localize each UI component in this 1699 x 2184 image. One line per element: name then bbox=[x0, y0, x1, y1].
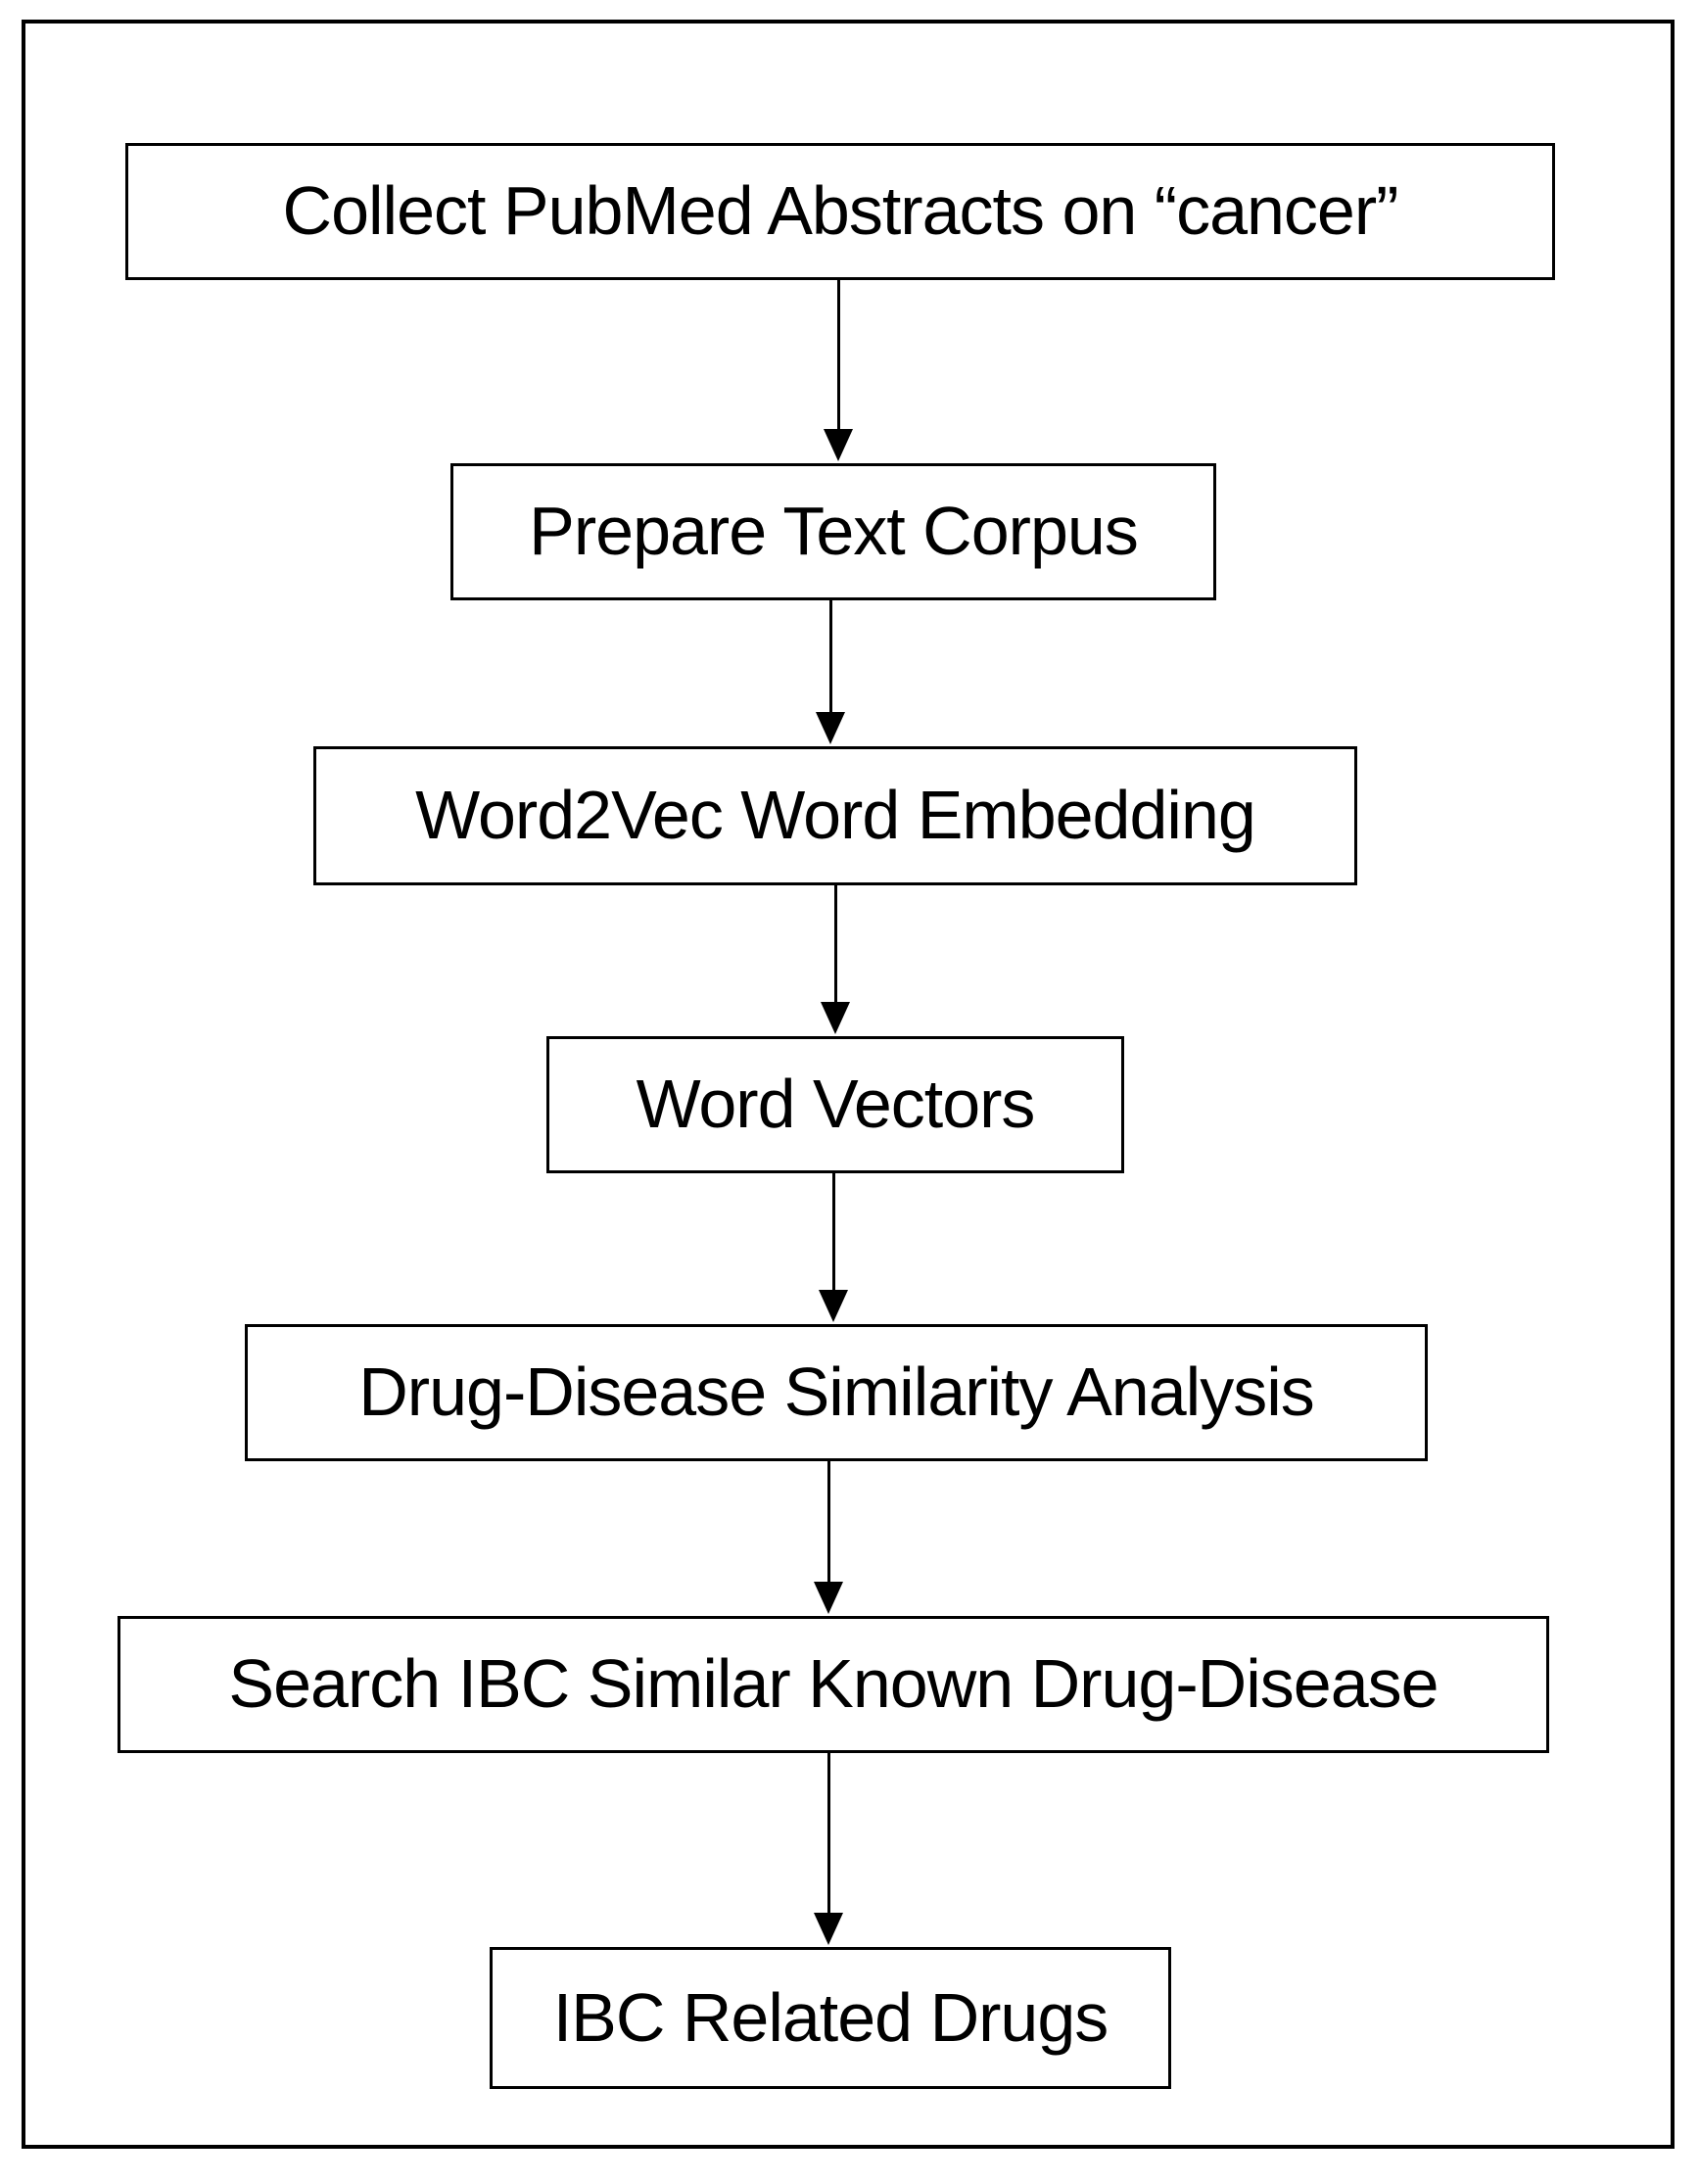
flow-node-prepare-text-corpus: Prepare Text Corpus bbox=[450, 463, 1216, 600]
flow-arrow-1 bbox=[823, 280, 854, 461]
arrow-shaft bbox=[826, 1461, 830, 1582]
flow-node-collect-pubmed-abstracts: Collect PubMed Abstracts on “cancer” bbox=[125, 143, 1555, 280]
arrowhead-down-icon bbox=[814, 1582, 843, 1614]
arrow-shaft bbox=[828, 600, 832, 712]
arrowhead-down-icon bbox=[816, 712, 845, 744]
flow-node-word-vectors: Word Vectors bbox=[546, 1036, 1124, 1173]
arrow-shaft bbox=[833, 885, 837, 1002]
flow-arrow-2 bbox=[815, 600, 846, 744]
flow-arrow-5 bbox=[813, 1461, 844, 1614]
arrow-shaft bbox=[836, 280, 840, 429]
flow-node-ibc-related-drugs: IBC Related Drugs bbox=[490, 1947, 1171, 2089]
flow-node-search-ibc-similar-known-drug-disease: Search IBC Similar Known Drug-Disease bbox=[118, 1616, 1549, 1753]
arrow-shaft bbox=[831, 1173, 835, 1290]
flow-arrow-3 bbox=[820, 885, 851, 1034]
flow-arrow-6 bbox=[813, 1753, 844, 1945]
arrowhead-down-icon bbox=[821, 1002, 850, 1034]
arrowhead-down-icon bbox=[814, 1913, 843, 1945]
flow-node-drug-disease-similarity-analysis: Drug-Disease Similarity Analysis bbox=[245, 1324, 1428, 1461]
flow-arrow-4 bbox=[818, 1173, 849, 1322]
arrowhead-down-icon bbox=[819, 1290, 848, 1322]
flow-node-word2vec-word-embedding: Word2Vec Word Embedding bbox=[313, 746, 1357, 885]
arrow-shaft bbox=[826, 1753, 830, 1913]
arrowhead-down-icon bbox=[824, 429, 853, 461]
